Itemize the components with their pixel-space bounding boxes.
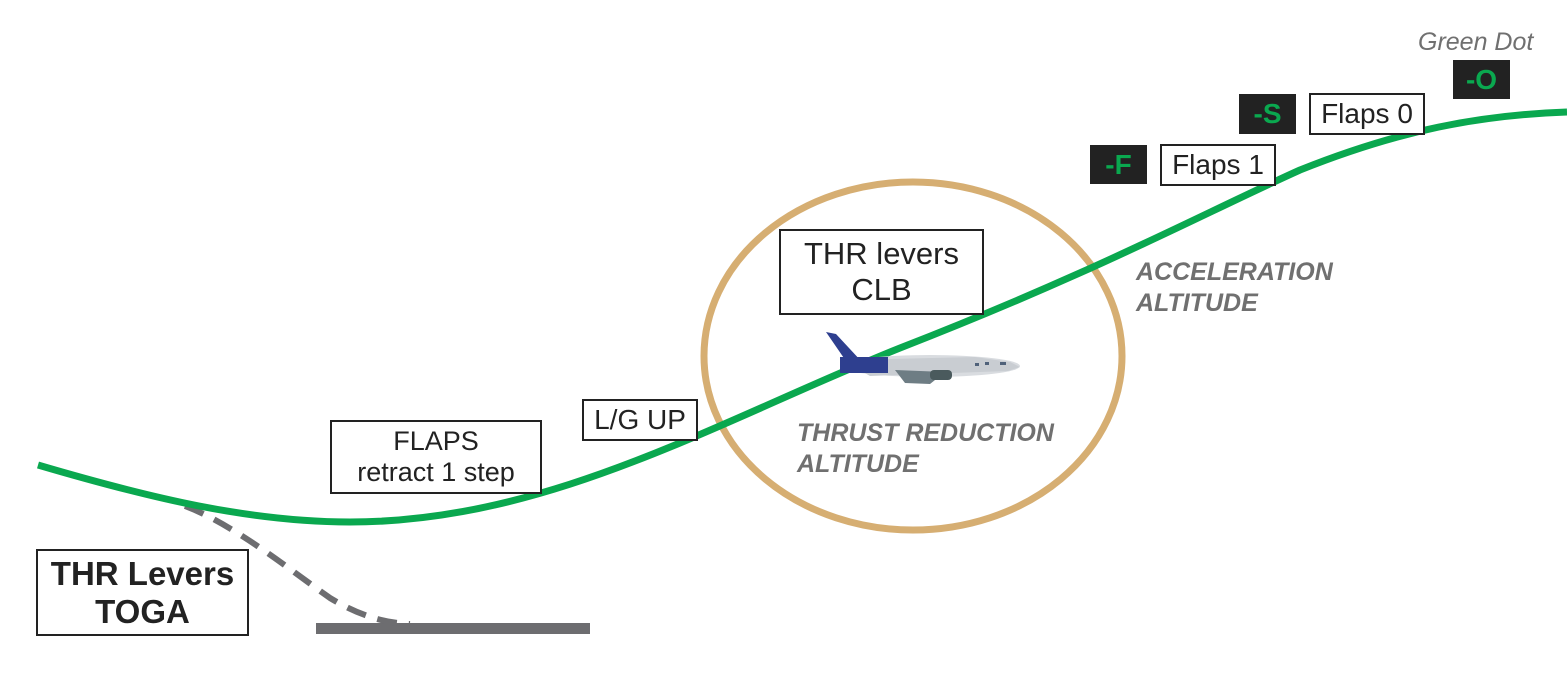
takeoff-path: [183, 503, 411, 627]
thr-levers-toga-line2: TOGA: [95, 592, 190, 630]
f-speed-tag: -F: [1090, 145, 1147, 184]
flaps-retract-line1: FLAPS: [393, 425, 479, 456]
thr-levers-clb-box: THR levers CLB: [779, 229, 984, 315]
thrust-reduction-altitude-label: THRUST REDUCTION ALTITUDE: [797, 418, 1054, 480]
acceleration-altitude-label: ACCELERATION ALTITUDE: [1136, 257, 1333, 319]
thr-levers-clb-line2: CLB: [851, 272, 912, 307]
thr-levers-clb-line1: THR levers: [803, 236, 959, 272]
green-dot-label: Green Dot: [1418, 28, 1534, 56]
thrust-reduction-highlight-circle: [700, 178, 1126, 534]
thrust-reduction-line2: ALTITUDE: [797, 450, 919, 478]
landing-gear-up-box: L/G UP: [582, 399, 698, 441]
s-speed-tag: -S: [1239, 94, 1296, 134]
flaps-0-box: Flaps 0: [1309, 93, 1425, 135]
flaps-retract-box: FLAPS retract 1 step: [330, 420, 542, 494]
thr-levers-toga-line1: THR Levers: [50, 554, 235, 592]
flaps-0-label: Flaps 0: [1321, 97, 1413, 129]
o-speed-tag: -O: [1453, 60, 1510, 99]
flaps-1-box: Flaps 1: [1160, 144, 1276, 186]
airplane-icon: [826, 332, 1020, 384]
thr-levers-toga-box: THR Levers TOGA: [36, 549, 249, 636]
acceleration-line1: ACCELERATION: [1136, 258, 1333, 286]
runway: [316, 623, 590, 634]
flaps-1-label: Flaps 1: [1172, 148, 1264, 180]
flaps-retract-line2: retract 1 step: [357, 457, 515, 487]
thrust-reduction-line1: THRUST REDUCTION: [797, 419, 1054, 447]
landing-gear-up-label: L/G UP: [594, 403, 686, 435]
acceleration-line2: ALTITUDE: [1136, 289, 1258, 317]
